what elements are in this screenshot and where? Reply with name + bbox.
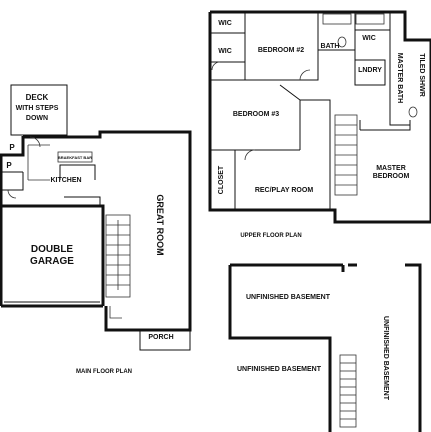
basement-label-right: UNFINISHED BASEMENT <box>382 316 389 401</box>
tub-master-bath <box>355 13 385 25</box>
bedroom3-walls <box>210 79 331 160</box>
front-door <box>109 306 122 319</box>
wic-label-2: WIC <box>218 48 232 55</box>
garage-walls <box>1 204 105 306</box>
bath-label: BATH <box>321 43 340 50</box>
tiled-shower-label: TILED SHWR <box>418 53 425 97</box>
toilet-bath <box>337 36 347 48</box>
upper-floor-exterior-wall <box>208 10 431 224</box>
bath-walls <box>317 12 410 126</box>
wic-label-1: WIC <box>218 20 232 27</box>
basement-plan: UNFINISHED BASEMENT UNFINISHED BASEMENT … <box>228 263 422 432</box>
porch-outline <box>139 329 191 351</box>
kitchen-counter <box>27 144 50 181</box>
door-swings-main <box>7 136 41 199</box>
rec-play-label: REC/PLAY ROOM <box>255 187 314 194</box>
deck-outline <box>10 84 68 136</box>
upper-floor-plan: WIC WIC WIC BEDROOM #2 BATH LNDRY MASTER… <box>208 10 431 239</box>
kitchen-walls <box>1 137 101 206</box>
deck-label-2: WITH STEPS <box>16 105 59 112</box>
main-stairs <box>105 214 131 298</box>
pantry2-label: P <box>6 161 12 170</box>
toilet-master <box>408 106 418 118</box>
breakfast-bar <box>57 151 93 163</box>
basement-stairs <box>339 354 357 428</box>
garage-label-2: GARAGE <box>30 256 74 267</box>
main-floor-caption: MAIN FLOOR PLAN <box>76 369 132 375</box>
closet-label: CLOSET <box>218 165 225 194</box>
master-bedroom-label-2: BEDROOM <box>373 173 410 180</box>
wic-label-3: WIC <box>362 35 376 42</box>
master-bath-label: MASTER BATH <box>396 53 403 103</box>
wic-walls <box>210 12 319 81</box>
master-bedroom-wall <box>359 120 411 131</box>
garage-label-1: DOUBLE <box>31 244 74 255</box>
master-bedroom-label-1: MASTER <box>376 165 406 172</box>
basement-label-bottom: UNFINISHED BASEMENT <box>237 366 322 373</box>
kitchen-label: KITCHEN <box>50 177 81 184</box>
basement-label-top: UNFINISHED BASEMENT <box>246 294 331 301</box>
breakfast-bar-label: BRAEKFAST BAR <box>58 155 92 160</box>
basement-wall-left <box>228 265 332 432</box>
door-swings-upper <box>211 61 311 161</box>
deck-label-1: DECK <box>26 93 49 102</box>
main-floor-plan: DECK WITH STEPS DOWN P P BRAEKFAST BAR K… <box>0 84 192 375</box>
upper-floor-caption: UPPER FLOOR PLAN <box>240 233 301 239</box>
laundry-label: LNDRY <box>358 67 382 74</box>
porch-label: PORCH <box>148 334 173 341</box>
deck-label-3: DOWN <box>26 115 48 122</box>
tub-upper-bath <box>322 13 352 25</box>
great-room-label: GREAT ROOM <box>155 194 165 255</box>
laundry-room <box>354 59 386 86</box>
bedroom2-label: BEDROOM #2 <box>258 47 304 54</box>
bedroom3-label: BEDROOM #3 <box>233 111 279 118</box>
pantry-label: P <box>9 143 15 152</box>
basement-wall-top-right <box>405 263 422 432</box>
basement-wall-top <box>230 263 357 272</box>
